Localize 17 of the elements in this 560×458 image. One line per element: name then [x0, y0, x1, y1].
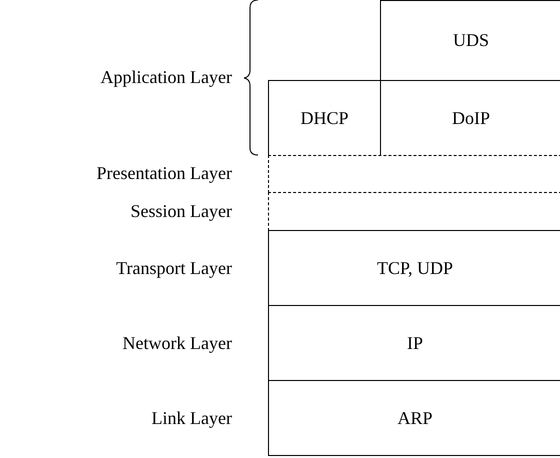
- layer-label: Application Layer: [100, 66, 232, 89]
- layer-label: Session Layer: [130, 200, 232, 223]
- protocol-box: [268, 230, 560, 306]
- protocol-box: [380, 0, 560, 81]
- protocol-box: [268, 380, 560, 456]
- protocol-name: UDS: [452, 29, 489, 52]
- layer-label: Network Layer: [122, 332, 232, 355]
- empty-layer-box: [268, 155, 560, 193]
- protocol-box: [268, 80, 381, 156]
- layer-label: Transport Layer: [116, 256, 232, 280]
- protocol-name: TCP, UDP: [376, 256, 454, 280]
- layer-label: Presentation Layer: [96, 162, 232, 185]
- layer-label: Link Layer: [152, 406, 232, 430]
- protocol-name: DHCP: [300, 106, 348, 130]
- protocol-name: IP: [406, 332, 423, 354]
- protocol-name: DoIP: [452, 106, 490, 130]
- protocol-name: ARP: [397, 406, 432, 430]
